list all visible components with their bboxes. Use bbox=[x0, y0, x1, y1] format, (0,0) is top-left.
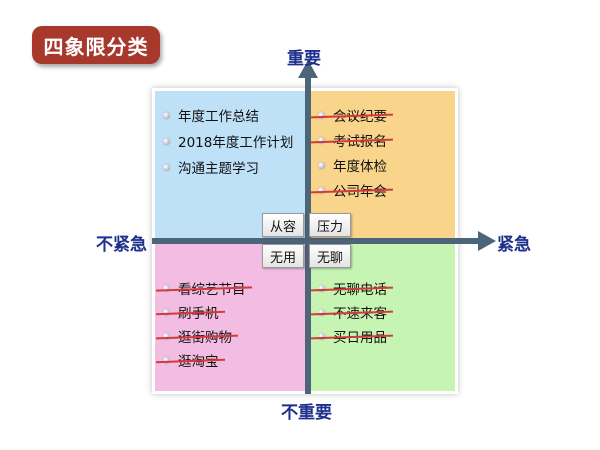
list-item: 无聊电话 bbox=[318, 278, 387, 298]
axis-label-important: 重要 bbox=[287, 49, 321, 69]
bullet-icon bbox=[163, 137, 170, 145]
list-item: 2018年度工作计划 bbox=[163, 131, 293, 151]
item-text: 不速来客 bbox=[333, 302, 387, 322]
center-label-boring: 无聊 bbox=[309, 244, 351, 268]
axis-label-urgent: 紧急 bbox=[497, 235, 531, 255]
diagram-title: 四象限分类 bbox=[43, 34, 149, 59]
item-text: 年度工作总结 bbox=[178, 109, 259, 125]
bullet-icon bbox=[163, 332, 170, 340]
item-text: 逛淘宝 bbox=[178, 350, 219, 370]
bullet-icon bbox=[163, 163, 170, 171]
center-label-pressure: 压力 bbox=[309, 213, 351, 237]
list-item: 沟通主题学习 bbox=[163, 157, 259, 177]
bullet-icon bbox=[318, 332, 325, 340]
horizontal-axis bbox=[152, 238, 480, 244]
list-item: 考试报名 bbox=[318, 130, 387, 150]
list-item: 会议纪要 bbox=[318, 105, 387, 125]
item-text: 逛街购物 bbox=[178, 326, 232, 346]
item-text: 考试报名 bbox=[333, 130, 387, 150]
list-item: 刷手机 bbox=[163, 302, 219, 322]
list-item: 买日用品 bbox=[318, 326, 387, 346]
title-badge: 四象限分类 bbox=[32, 26, 160, 64]
vertical-axis bbox=[305, 76, 311, 394]
bullet-icon bbox=[163, 111, 170, 119]
axis-label-not-important: 不重要 bbox=[281, 403, 332, 423]
arrow-right-icon bbox=[478, 231, 496, 251]
item-text: 年度体检 bbox=[333, 159, 387, 175]
item-text: 公司年会 bbox=[333, 180, 387, 200]
list-item: 逛淘宝 bbox=[163, 350, 219, 370]
bullet-icon bbox=[318, 308, 325, 316]
list-item: 年度体检 bbox=[318, 155, 387, 175]
list-item: 逛街购物 bbox=[163, 326, 232, 346]
center-label-useless: 无用 bbox=[262, 244, 304, 268]
axis-label-not-urgent: 不紧急 bbox=[96, 235, 147, 255]
bullet-icon bbox=[318, 284, 325, 292]
list-item: 公司年会 bbox=[318, 180, 387, 200]
bullet-icon bbox=[318, 161, 325, 169]
center-label-leisurely: 从容 bbox=[262, 213, 304, 237]
list-item: 看综艺节目 bbox=[163, 278, 246, 298]
item-text: 无聊电话 bbox=[333, 278, 387, 298]
item-text: 看综艺节目 bbox=[178, 278, 246, 298]
list-item: 年度工作总结 bbox=[163, 105, 259, 125]
item-text: 刷手机 bbox=[178, 302, 219, 322]
list-item: 不速来客 bbox=[318, 302, 387, 322]
bullet-icon bbox=[318, 136, 325, 144]
item-text: 买日用品 bbox=[333, 326, 387, 346]
bullet-icon bbox=[318, 186, 325, 194]
item-text: 沟通主题学习 bbox=[178, 161, 259, 177]
bullet-icon bbox=[318, 111, 325, 119]
item-text: 2018年度工作计划 bbox=[178, 135, 294, 151]
bullet-icon bbox=[163, 284, 170, 292]
item-text: 会议纪要 bbox=[333, 105, 387, 125]
arrow-up-icon bbox=[298, 60, 318, 78]
